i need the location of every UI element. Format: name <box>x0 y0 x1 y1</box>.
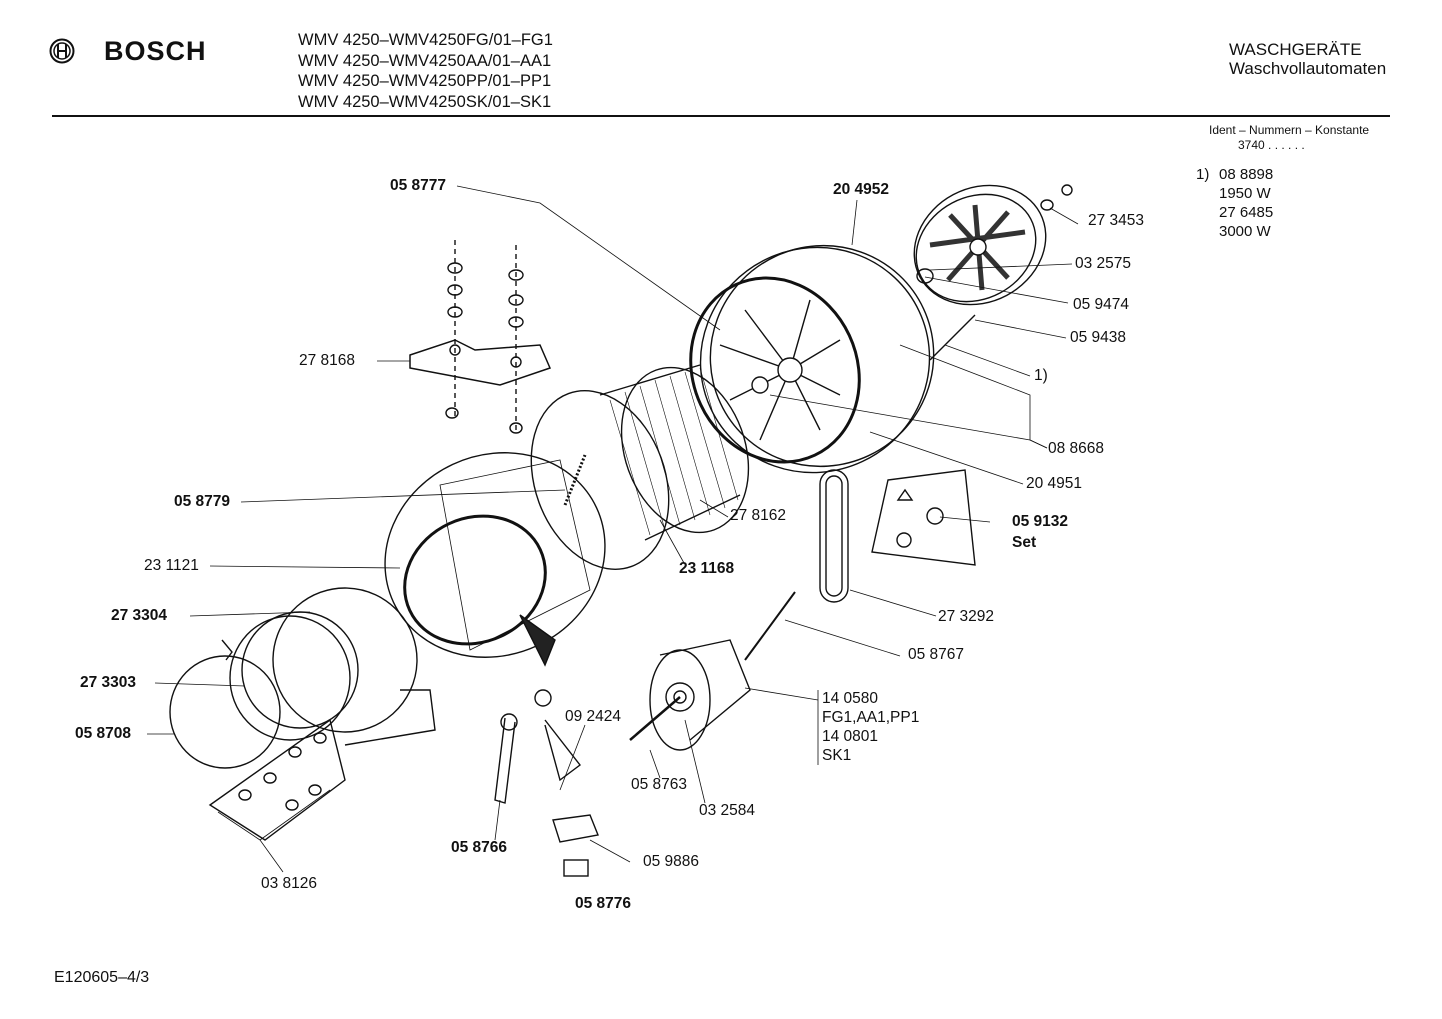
part-label-278168: 27 8168 <box>299 352 356 369</box>
model-line: WMV 4250–WMV4250PP/01–PP1 <box>298 72 552 90</box>
model-line: WMV 4250–WMV4250SK/01–SK1 <box>298 92 552 111</box>
tub-back-icon <box>689 244 935 474</box>
part-label-140580: 14 0580 <box>822 690 879 707</box>
tub-front-icon <box>384 452 606 667</box>
model-line: WMV 4250–WMV4250FG/01–FG1 <box>298 31 553 49</box>
ident-title: Ident – Nummern – Konstante <box>1209 123 1370 137</box>
part-label-058766: 05 8766 <box>451 839 508 856</box>
part-label-273292: 27 3292 <box>938 608 995 625</box>
footnote-line: 27 6485 <box>1219 204 1274 221</box>
motor-icon <box>629 591 796 751</box>
model-line: WMV 4250–WMV4250AA/01–AA1 <box>298 51 552 70</box>
part-label-058779: 05 8779 <box>174 493 231 510</box>
part-label-set: Set <box>1012 534 1037 551</box>
part-label-032584: 03 2584 <box>699 802 756 819</box>
part-label-092424: 09 2424 <box>565 708 622 725</box>
part-label-058777: 05 8777 <box>390 177 447 194</box>
part-label-278162: 27 8162 <box>730 507 787 524</box>
counterweight-icon <box>409 240 552 434</box>
bosch-logo-icon <box>49 38 75 64</box>
door-seal-icon <box>169 587 436 769</box>
part-label-273453: 27 3453 <box>1088 212 1145 229</box>
spring-icon <box>563 454 587 506</box>
part-label-059438: 05 9438 <box>1070 329 1127 346</box>
part-label-231168: 23 1168 <box>679 560 735 577</box>
drum-icon <box>530 364 750 570</box>
category-title: WASCHGERÄTE <box>1229 40 1362 59</box>
part-label-058708: 05 8708 <box>75 725 132 742</box>
part-label-088668: 08 8668 <box>1048 440 1105 457</box>
ident-value: 3740 . . . . . . <box>1238 138 1305 152</box>
part-label-038126: 03 8126 <box>261 875 318 892</box>
part-label-204952: 20 4952 <box>833 181 890 198</box>
part-label-140801: 14 0801 <box>822 728 879 745</box>
document-code: E120605–4/3 <box>54 969 150 986</box>
footnote-marker: 1) <box>1196 166 1210 183</box>
footnote-block: 1) 08 8898 1950 W 27 6485 3000 W <box>1196 165 1273 241</box>
category-subtitle: Waschvollautomaten <box>1229 59 1387 78</box>
part-label-footnote-ref: 1) <box>1034 367 1048 384</box>
pulley-disc-icon <box>913 184 1047 306</box>
part-label-058763: 05 8763 <box>631 776 688 793</box>
brand-name: BOSCH <box>104 36 207 66</box>
part-label-273304: 27 3304 <box>111 607 168 624</box>
part-label-032575: 03 2575 <box>1075 255 1132 272</box>
part-label-058776: 05 8776 <box>575 895 632 912</box>
part-label-058767: 05 8767 <box>908 646 965 663</box>
part-label-sk1: SK1 <box>822 747 852 764</box>
drive-belt-icon <box>819 469 849 603</box>
leader-lines <box>147 185 1079 873</box>
footnote-line: 1950 W <box>1219 185 1271 202</box>
header-divider <box>52 115 1390 117</box>
part-label-204951: 20 4951 <box>1026 475 1083 492</box>
heater-set-icon <box>871 469 976 566</box>
part-label-fg1-aa1-pp1: FG1,AA1,PP1 <box>822 709 920 726</box>
fastener-set-icon <box>208 184 1073 841</box>
part-label-231121: 23 1121 <box>144 557 199 574</box>
part-label-273303: 27 3303 <box>80 674 137 691</box>
ident-block: Ident – Nummern – Konstante 3740 . . . .… <box>1209 123 1369 153</box>
part-label-059474: 05 9474 <box>1073 296 1130 313</box>
footnote-line: 3000 W <box>1219 223 1271 240</box>
model-list: WMV 4250–WMV4250FG/01–FG1 WMV 4250–WMV42… <box>298 30 553 112</box>
category-block: WASCHGERÄTE Waschvollautomaten <box>1229 40 1386 78</box>
part-label-059886: 05 9886 <box>643 853 700 870</box>
footnote-line: 08 8898 <box>1219 166 1274 183</box>
part-label-059132: 05 9132 <box>1012 513 1069 530</box>
